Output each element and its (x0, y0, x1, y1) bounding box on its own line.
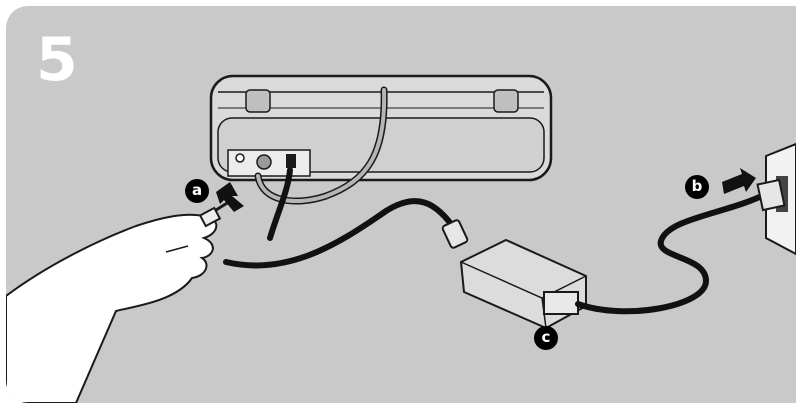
arrow-a-icon (216, 182, 244, 212)
usb-port (256, 154, 272, 170)
data-port (286, 154, 296, 168)
callout-c: c (534, 326, 558, 350)
callout-a: a (185, 179, 209, 203)
step-number: 5 (36, 25, 78, 95)
left-foot-pad (245, 89, 271, 113)
adapter-ac-socket (543, 291, 579, 315)
setup-illustration (6, 6, 796, 403)
right-foot-pad (493, 89, 519, 113)
hand (6, 213, 218, 403)
instruction-panel: 5 a b c (6, 6, 796, 403)
power-port (235, 153, 245, 163)
ferrite-bead (441, 219, 469, 249)
dc-plug (198, 206, 222, 228)
power-cable-dc (223, 198, 459, 269)
arrow-b-icon (722, 168, 756, 194)
callout-b: b (685, 175, 709, 199)
wall-plug (756, 178, 786, 212)
ac-power-cord (575, 191, 769, 315)
device-cable-stub (267, 167, 293, 241)
